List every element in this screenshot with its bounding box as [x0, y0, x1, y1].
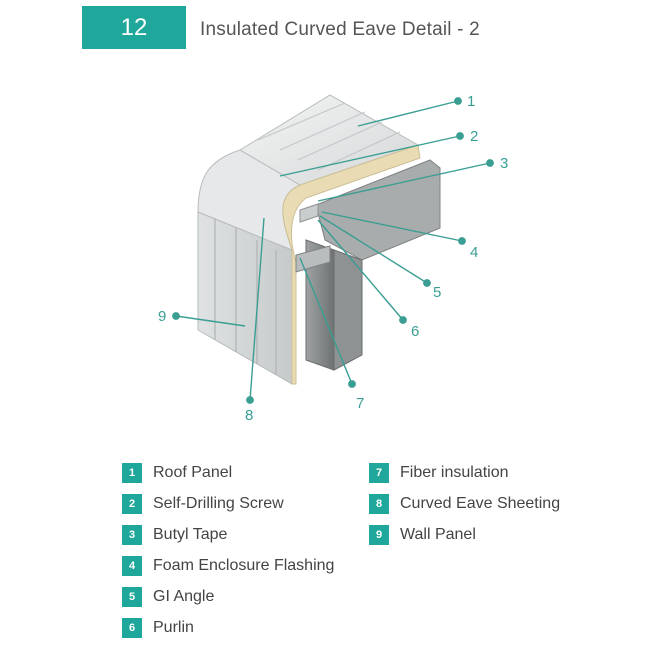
callout-6: 6	[411, 323, 419, 340]
legend-label: Curved Eave Sheeting	[400, 494, 561, 512]
legend-label: Purlin	[153, 618, 194, 636]
legend-number-badge: 7	[369, 462, 389, 483]
steel-rafter	[315, 159, 441, 261]
gi-angle	[299, 203, 319, 223]
detail-number-badge: 12	[82, 6, 186, 49]
callout-2: 2	[470, 128, 478, 145]
legend-label: Fiber insulation	[400, 463, 509, 481]
legend-number-badge: 8	[369, 493, 389, 514]
callout-4: 4	[470, 244, 478, 261]
legend-label: GI Angle	[153, 587, 215, 605]
legend-label: Roof Panel	[153, 463, 233, 481]
legend-number-badge: 5	[122, 586, 142, 607]
callout-1: 1	[467, 93, 475, 110]
legend-number-badge: 6	[122, 617, 142, 638]
legend-number-badge: 1	[122, 462, 142, 483]
callout-5: 5	[433, 284, 441, 301]
legend-right-column: 7 Fiber insulation 8 Curved Eave Sheetin…	[369, 457, 560, 550]
legend-left-column: 1 Roof Panel 2 Self-Drilling Screw 3 But…	[122, 457, 334, 643]
callout-9: 9	[158, 308, 166, 325]
legend-item-gi-angle: 5 GI Angle	[122, 581, 334, 612]
callout-8: 8	[245, 407, 253, 424]
legend-item-purlin: 6 Purlin	[122, 612, 334, 643]
legend-item-wall-panel: 9 Wall Panel	[369, 519, 560, 550]
wall-panel-ribs	[214, 218, 277, 374]
legend-number-badge: 4	[122, 555, 142, 576]
legend-item-foam-enclosure-flashing: 4 Foam Enclosure Flashing	[122, 550, 334, 581]
legend-number-badge: 2	[122, 493, 142, 514]
page-title: Insulated Curved Eave Detail - 2	[200, 19, 480, 40]
legend-item-butyl-tape: 3 Butyl Tape	[122, 519, 334, 550]
callout-3: 3	[500, 155, 508, 172]
legend-label: Foam Enclosure Flashing	[153, 556, 335, 574]
legend-number-badge: 9	[369, 524, 389, 545]
legend-label: Wall Panel	[400, 525, 476, 543]
legend-number-badge: 3	[122, 524, 142, 545]
legend-label: Butyl Tape	[153, 525, 228, 543]
callout-7: 7	[356, 395, 364, 412]
roof-panel-ribs	[257, 102, 401, 171]
legend-item-roof-panel: 1 Roof Panel	[122, 457, 334, 488]
foam-insulation-layer	[282, 144, 421, 385]
steel-column-flange	[333, 249, 363, 371]
legend-item-curved-eave-sheeting: 8 Curved Eave Sheeting	[369, 488, 560, 519]
legend-item-self-drilling-screw: 2 Self-Drilling Screw	[122, 488, 334, 519]
legend-label: Self-Drilling Screw	[153, 494, 284, 512]
legend-item-fiber-insulation: 7 Fiber insulation	[369, 457, 560, 488]
purlin	[295, 245, 331, 273]
